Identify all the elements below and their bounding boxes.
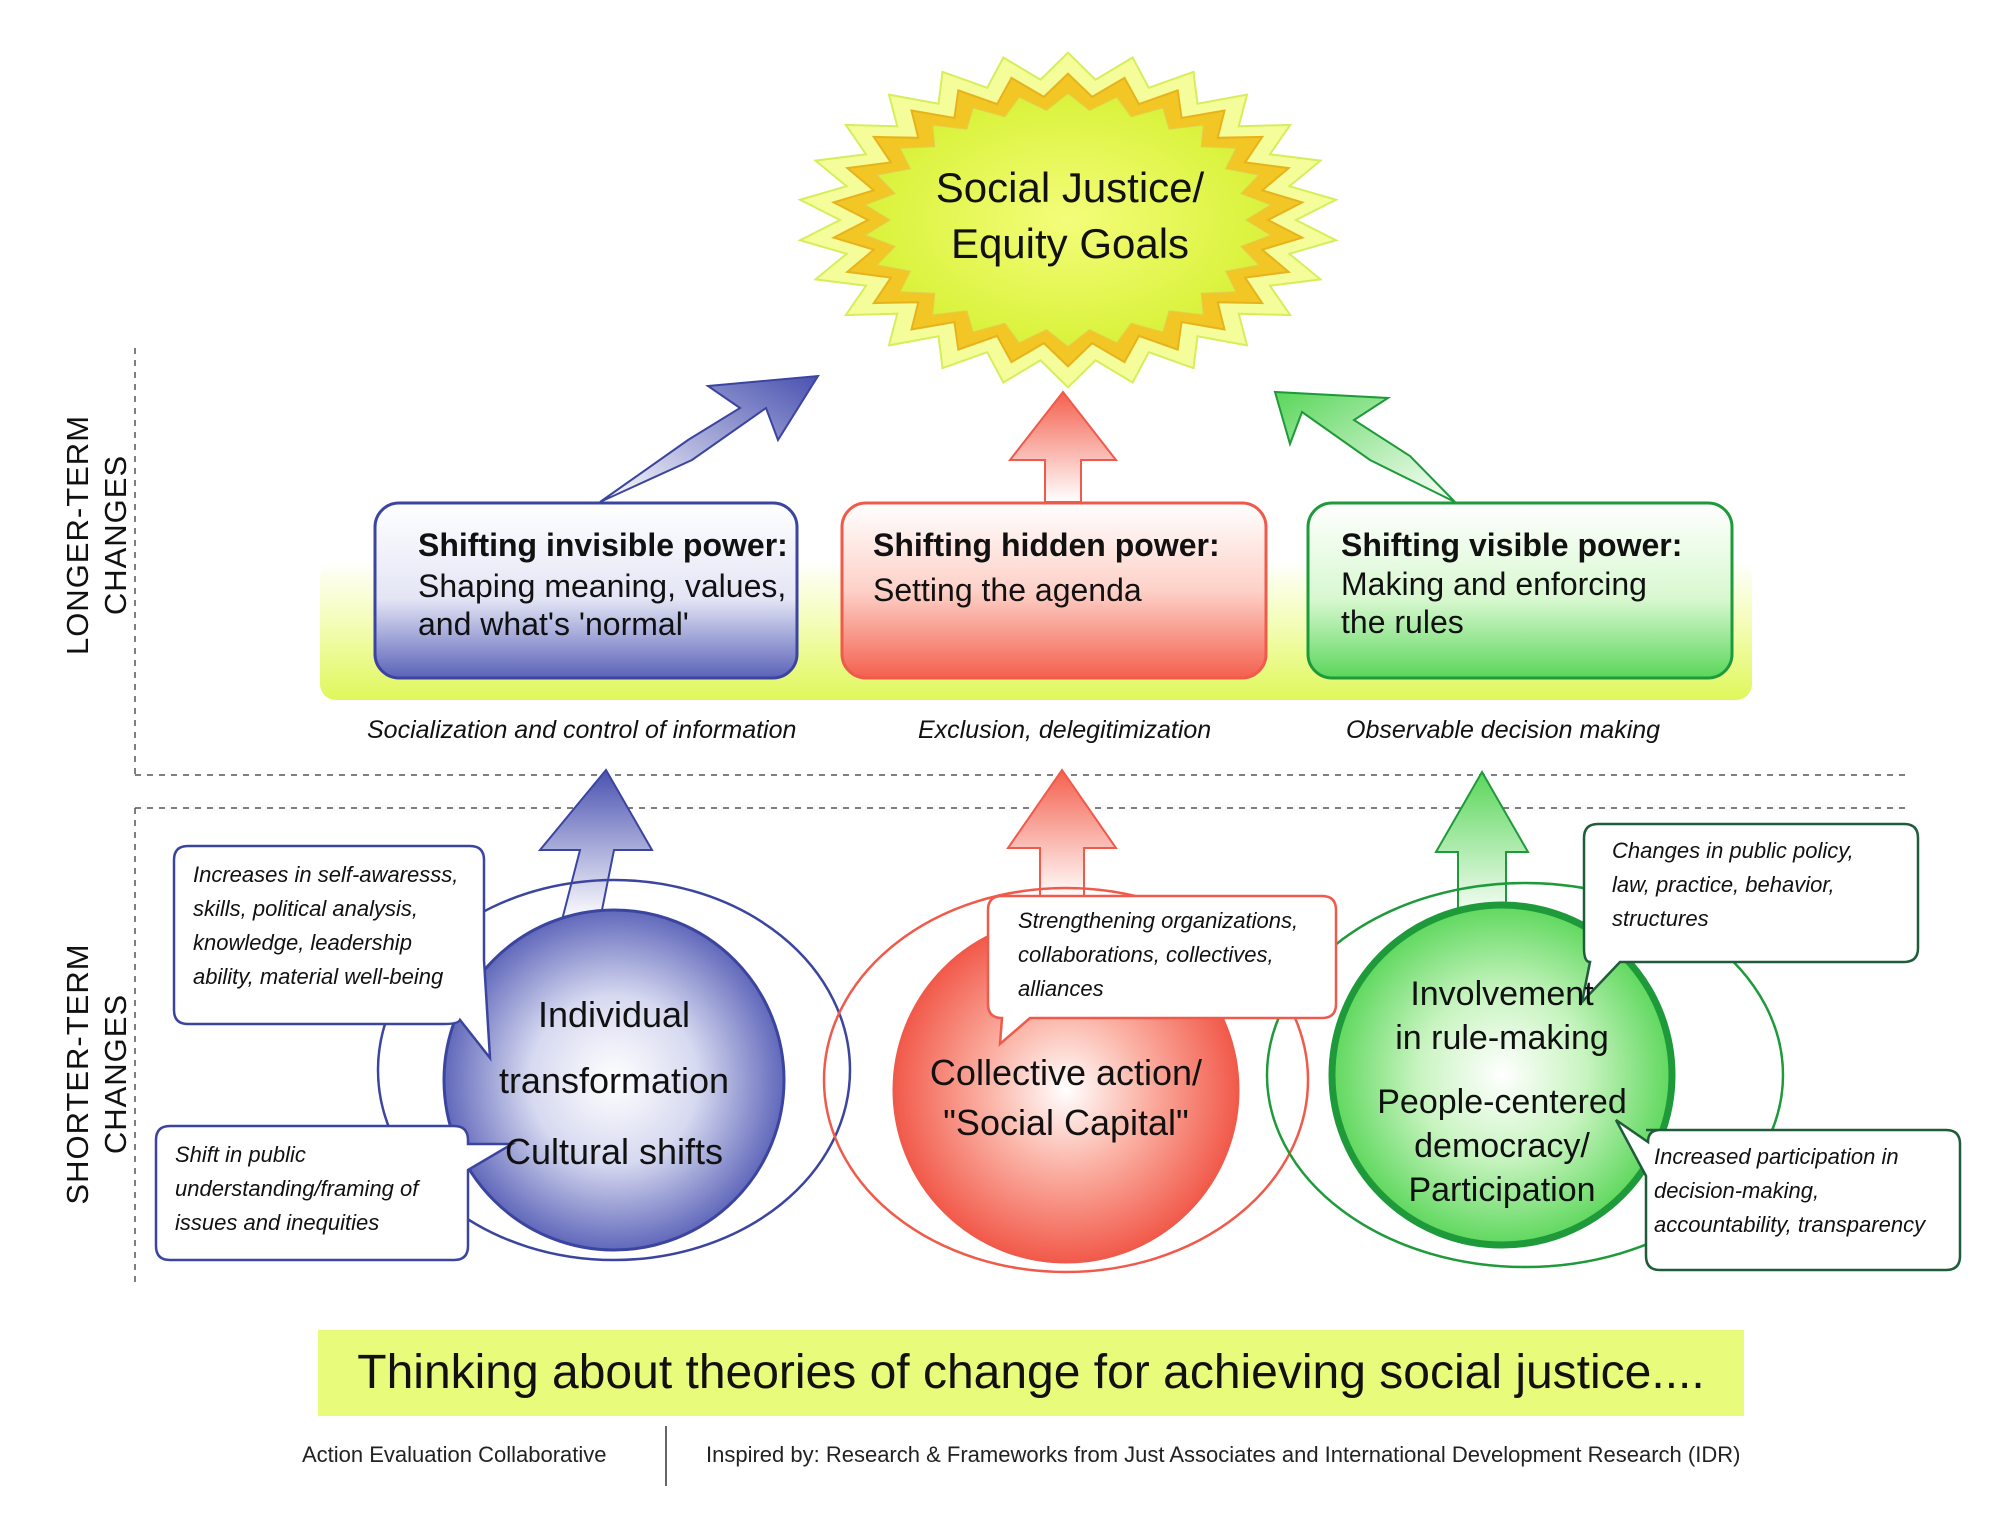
bubble-blue-upper [172,844,492,1062]
bubble-blue-lower [154,1124,517,1262]
bubble-red [986,894,1338,1047]
individual-circle [442,908,786,1252]
bubble-green-upper [1579,822,1920,1006]
collective-label: Collective action/ "Social Capital" [929,1052,1203,1143]
shorter-term-text: SHORTER-TERM CHANGES [60,943,133,1205]
individual-label: Individual transformation [498,994,730,1101]
bubble-green-lower [1614,1118,1962,1272]
mechanism-visible: Observable decision making [1346,716,1661,744]
bubble-green-upper-text: Changes in public policy, law, practice,… [1612,838,1854,931]
visible-power-desc: Making and enforcing the rules [1341,566,1647,640]
arrow-invisible-power [599,374,820,503]
bubble-green-lower-text: Increased participation in decision-maki… [1654,1144,1926,1237]
bubble-blue-upper-text: Increases in self-awaresss, skills, poli… [193,862,459,989]
arrow-individual-up [537,768,654,921]
goal-starburst [797,51,1339,389]
mechanism-hidden: Exclusion, delegitimization [918,716,1212,744]
bubble-red-text: Strengthening organizations, collaborati… [1018,908,1299,1001]
rule-making-label: Involvement in rule-making [1395,975,1609,1057]
mechanism-invisible: Socialization and control of information [367,716,797,744]
longer-term-label: LONGER-TERM CHANGES [59,335,135,735]
credit-right: Inspired by: Research & Frameworks from … [706,1442,1741,1467]
cultural-label: Cultural shifts [504,1131,724,1172]
arrow-collective-up [1006,768,1118,899]
invisible-power-box [373,501,799,680]
rules-outer-ellipse [1265,881,1785,1269]
individual-outer-ellipse [376,878,852,1262]
hidden-power-box [840,501,1268,680]
arrow-rules-up [1434,769,1530,923]
shorter-term-label: SHORTER-TERM CHANGES [59,874,135,1274]
visible-power-title: Shifting visible power: [1341,527,1683,563]
goal-line-1: Social Justice/ [935,164,1205,211]
arrow-hidden-power [1007,390,1119,503]
collective-outer-ellipse [822,886,1310,1274]
credit-left: Action Evaluation Collaborative [302,1442,607,1467]
footer-banner-text: Thinking about theories of change for ac… [357,1346,1705,1399]
hidden-power-title: Shifting hidden power: [873,527,1220,563]
invisible-power-title: Shifting invisible power: [418,527,788,563]
footer-banner: Thinking about theories of change for ac… [318,1330,1744,1416]
hidden-power-desc: Setting the agenda [873,572,1142,608]
arrow-visible-power [1273,390,1456,503]
participation-label: People-centered democracy/ Participation [1377,1083,1627,1209]
visible-power-box [1306,501,1734,680]
bubble-blue-lower-text: Shift in public understanding/framing of… [175,1142,419,1235]
goal-line-2: Equity Goals [950,220,1190,267]
invisible-power-desc: Shaping meaning, values, and what's 'nor… [418,568,787,642]
longer-term-text: LONGER-TERM CHANGES [60,414,133,656]
goal-title: Social Justice/ Equity Goals [860,160,1280,272]
